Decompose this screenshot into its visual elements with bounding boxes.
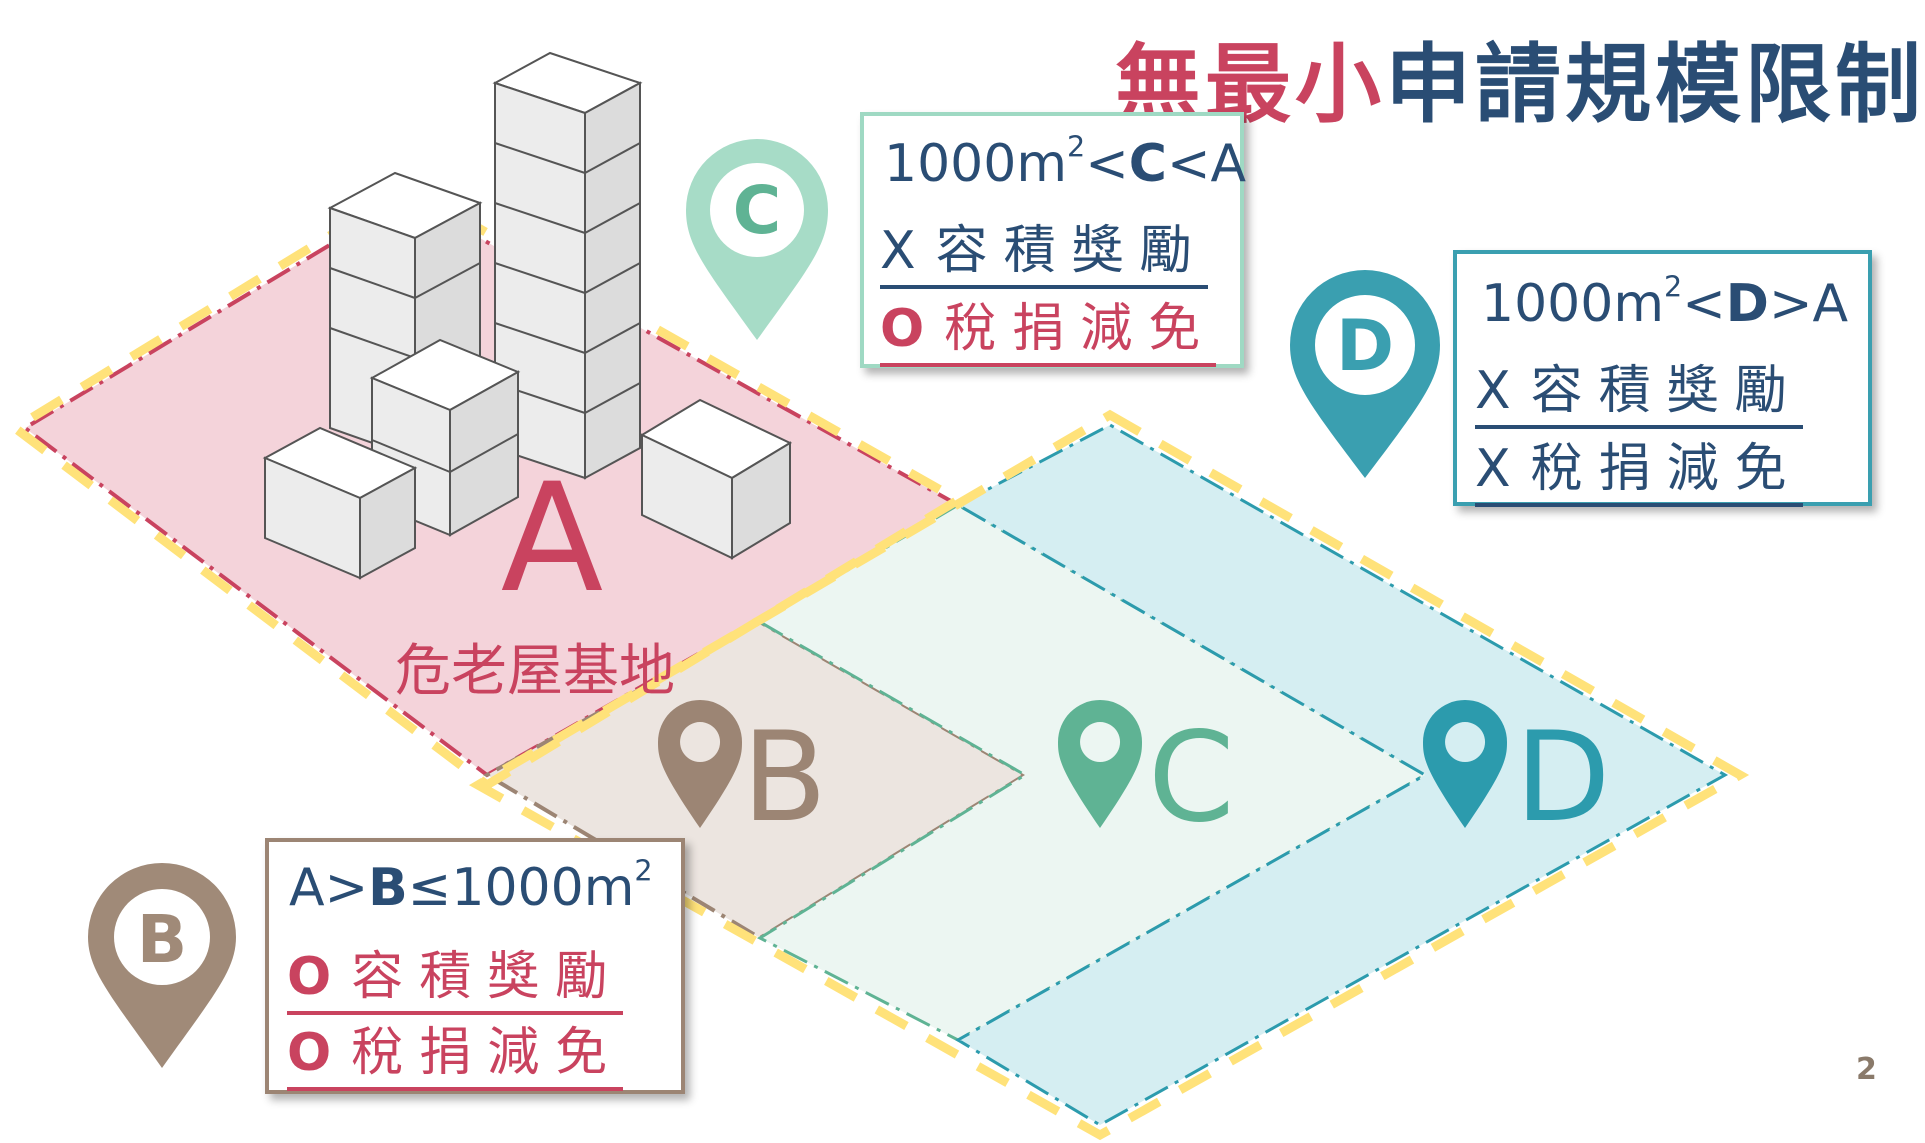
box-c-rule-1-mark: X — [880, 221, 916, 281]
legend-pin-d: D — [1290, 270, 1440, 478]
map-pin-icon — [1423, 700, 1507, 828]
box-c-head-bold: C — [1128, 134, 1167, 194]
box-d-condition: 1000m2<D>A — [1481, 272, 1849, 334]
box-b-condition: A>B≤1000m2 — [289, 856, 653, 918]
map-pin-icon — [1058, 700, 1142, 828]
box-d-head-bold: D — [1725, 274, 1769, 334]
zone-c-letter: C — [1148, 706, 1235, 850]
buildings — [262, 51, 793, 580]
legend-pin-b: B — [88, 863, 236, 1068]
zone-b-pin — [658, 700, 742, 828]
zone-c-pin — [1058, 700, 1142, 828]
title-rest: 申請規模限制 — [1385, 35, 1925, 135]
legend-pin-c: C — [686, 139, 828, 340]
zone-b-letter: B — [742, 706, 827, 850]
box-d-head-mid: < — [1682, 274, 1726, 334]
box-b-head-bold: B — [368, 858, 408, 918]
box-d-head-sup: 2 — [1664, 269, 1683, 304]
info-box-c: 1000m2<C<A X 容積獎勵 O 稅捐減免 — [860, 112, 1247, 368]
box-c-head-pre: 1000m — [884, 134, 1067, 194]
box-d-rule-2-mark: X — [1475, 439, 1511, 499]
box-d-head-post: >A — [1768, 274, 1849, 334]
box-c-head-mid: < — [1085, 134, 1129, 194]
box-d-rule-tax: X 稅捐減免 — [1475, 426, 1803, 507]
box-d-rule-1-text: 容積獎勵 — [1530, 361, 1803, 421]
page-title: 無最小申請規模限制 — [1115, 14, 1925, 139]
box-b-rule-floor-area: O 容積獎勵 — [287, 934, 624, 1015]
legend-pin-b-letter: B — [137, 901, 187, 978]
box-b-head-pre: A> — [289, 858, 369, 918]
legend-pin-d-letter: D — [1336, 305, 1394, 387]
box-c-rule-2-mark: O — [880, 299, 925, 359]
zone-c-border — [756, 503, 1429, 1042]
box-c-head-post: <A — [1166, 134, 1247, 194]
info-box-b: A>B≤1000m2 O 容積獎勵 O 稅捐減免 — [265, 838, 685, 1094]
zone-d-pin — [1423, 700, 1507, 828]
box-d-head-pre: 1000m — [1481, 274, 1664, 334]
box-b-head-sup: 2 — [634, 853, 653, 888]
zone-d — [958, 425, 1725, 1125]
box-b-rule-1-mark: O — [287, 947, 332, 1007]
box-b-rule-2-mark: O — [287, 1023, 332, 1083]
zone-d-letter: D — [1515, 706, 1610, 850]
box-c-rule-floor-area: X 容積獎勵 — [880, 208, 1208, 289]
building-small-right — [639, 398, 793, 560]
site-outline — [468, 409, 1750, 1141]
box-c-rule-1-text: 容積獎勵 — [935, 221, 1208, 281]
box-c-head-sup: 2 — [1067, 129, 1086, 164]
box-c-rule-2-text: 稅捐減免 — [944, 299, 1217, 359]
zone-a-caption: 危老屋基地 — [395, 639, 675, 704]
box-c-condition: 1000m2<C<A — [884, 132, 1247, 194]
zone-a-letter: A — [501, 452, 604, 626]
box-d-rule-floor-area: X 容積獎勵 — [1475, 348, 1803, 429]
info-box-d: 1000m2<D>A X 容積獎勵 X 稅捐減免 — [1453, 250, 1872, 507]
box-c-rule-tax: O 稅捐減免 — [880, 286, 1217, 367]
box-b-head-post: ≤1000m — [407, 858, 635, 918]
map-pin-icon — [658, 700, 742, 828]
page-number: 2 — [1856, 1052, 1877, 1087]
box-d-rule-2-text: 稅捐減免 — [1530, 439, 1803, 499]
box-d-rule-1-mark: X — [1475, 361, 1511, 421]
box-b-rule-2-text: 稅捐減免 — [351, 1023, 624, 1083]
legend-pin-c-letter: C — [733, 172, 781, 249]
box-b-rule-tax: O 稅捐減免 — [287, 1010, 624, 1091]
land-diagram: A 危老屋基地 B C D C D B — [7, 51, 1750, 1141]
building-small-left — [262, 426, 418, 580]
box-b-rule-1-text: 容積獎勵 — [351, 947, 624, 1007]
